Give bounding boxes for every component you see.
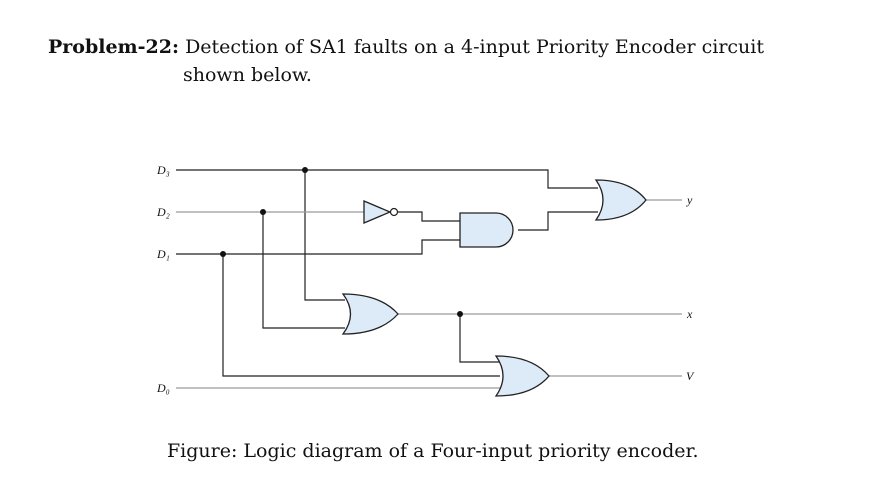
wire-d3 <box>176 169 598 189</box>
input-label-d2: D₂ <box>156 205 170 219</box>
or-gate-y <box>594 179 647 221</box>
wire-inverter-out <box>398 211 460 222</box>
wire-and-out <box>518 211 598 231</box>
junction-d1 <box>220 251 226 257</box>
output-label-y: y <box>686 193 693 207</box>
junction-d2 <box>260 209 266 215</box>
problem-text-1: Detection of SA1 faults on a 4-input Pri… <box>185 36 764 58</box>
wire-d1 <box>176 239 460 255</box>
output-label-v: V <box>686 369 695 383</box>
or-gate-v <box>494 355 550 397</box>
problem-text-2: shown below. <box>183 64 312 86</box>
wire-d1-branch <box>222 254 500 377</box>
wire-d2-branch <box>262 212 345 329</box>
wire-d3-branch <box>304 170 345 301</box>
problem-line-1: Problem-22: Detection of SA1 faults on a… <box>48 33 764 61</box>
input-label-d1: D₁ <box>156 247 170 261</box>
input-label-d3: D₃ <box>156 163 170 177</box>
or-gate-x <box>341 293 399 335</box>
not-gate <box>363 200 392 224</box>
problem-label: Problem-22: <box>48 36 180 58</box>
output-label-x: x <box>686 307 693 321</box>
input-label-d0: D₀ <box>156 381 170 395</box>
figure-caption: Figure: Logic diagram of a Four-input pr… <box>167 440 699 462</box>
problem-statement: Problem-22: Detection of SA1 faults on a… <box>48 33 764 86</box>
junction-x <box>457 311 463 317</box>
junction-d3 <box>302 167 308 173</box>
not-gate-bubble <box>389 207 399 217</box>
wire-x-branch <box>459 314 500 363</box>
and-gate <box>459 212 514 248</box>
